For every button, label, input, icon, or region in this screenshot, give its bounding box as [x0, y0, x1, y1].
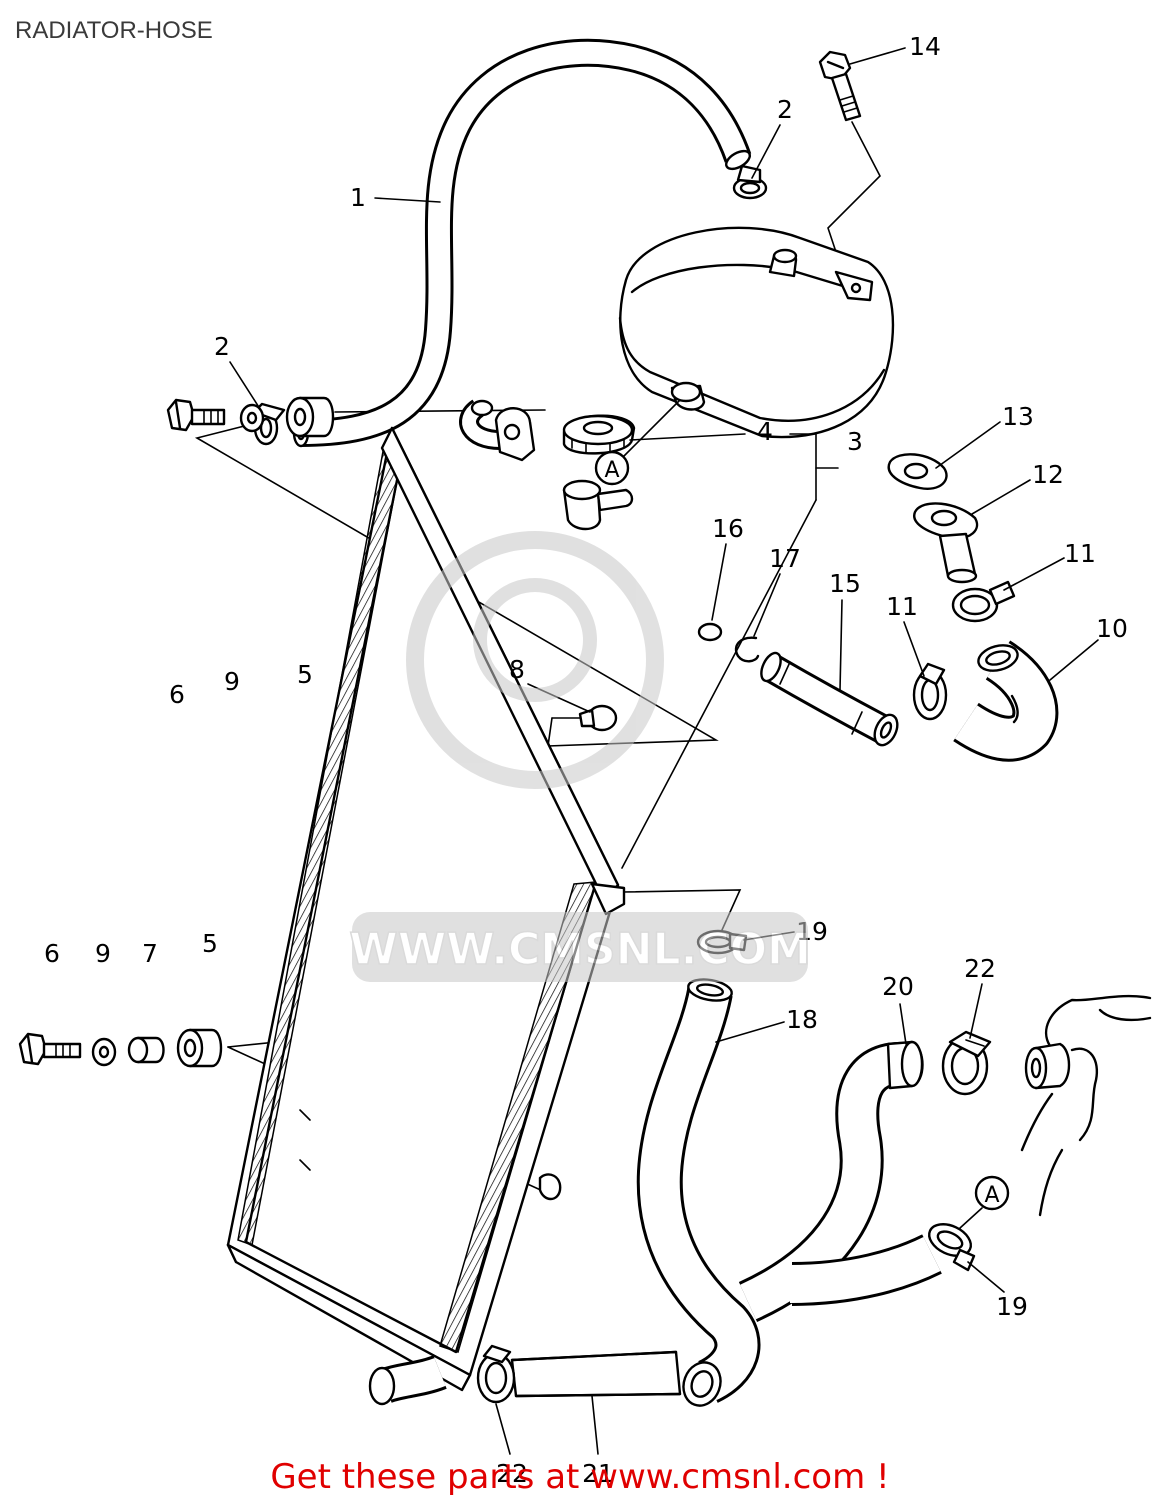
- clamp-19-lower: [928, 1223, 976, 1272]
- callout-20: 20: [882, 972, 914, 1001]
- engine-fitting: [1024, 1042, 1071, 1090]
- callout-13: 13: [1002, 402, 1034, 431]
- bolt-6-lower: [18, 1032, 82, 1066]
- bolt-14: [818, 50, 862, 122]
- engine-outline: [1020, 994, 1152, 1217]
- rubber-mount-5-lower: [176, 1028, 223, 1068]
- callouts: 1 2 14 2 A 13 12 16 17 15 11 11 10 8 6 9…: [44, 32, 1128, 1488]
- diagram-title: RADIATOR-HOSE: [15, 17, 213, 44]
- callout-9: 9: [95, 939, 111, 968]
- reference-a-circle: [594, 450, 630, 486]
- hose-10: [953, 640, 1059, 762]
- circlip-17: [734, 636, 760, 663]
- washer-9-lower: [91, 1037, 117, 1067]
- callout-4: 4: [757, 417, 773, 446]
- rubber-mount-5-upper: [285, 396, 335, 438]
- callout-19: 19: [996, 1292, 1028, 1321]
- elbow-12: [913, 502, 979, 584]
- washer-9-upper: [239, 403, 265, 433]
- filler-neck: [562, 479, 634, 531]
- radiator-cap-4: [562, 414, 636, 455]
- clamp-11-upper: [951, 580, 1016, 623]
- callout-2: 2: [777, 95, 793, 124]
- callout-a: A: [604, 458, 619, 483]
- hose-18: [636, 978, 761, 1407]
- callout-1: 1: [350, 183, 366, 212]
- o-ring-16: [697, 622, 723, 642]
- reference-a-circle: [974, 1175, 1010, 1211]
- overflow-nipple: [459, 399, 536, 462]
- clamp-22-upper: [941, 1030, 992, 1096]
- callout-5: 5: [202, 929, 218, 958]
- callout-11: 11: [886, 592, 918, 621]
- callout-15: 15: [829, 569, 861, 598]
- footer-link-text[interactable]: Get these parts at www.cmsnl.com !: [270, 1457, 889, 1497]
- callout-9: 9: [224, 667, 240, 696]
- watermark: WWW.CMSNL.COM: [348, 531, 812, 982]
- callout-11: 11: [1064, 539, 1096, 568]
- callout-6: 6: [169, 680, 185, 709]
- callout-17: 17: [769, 544, 801, 573]
- leader-lines: [229, 47, 1099, 1455]
- hose-21: [510, 1350, 682, 1398]
- callout-16: 16: [712, 514, 744, 543]
- callout-14: 14: [909, 32, 941, 61]
- radiator: [226, 426, 626, 1392]
- callout-22: 22: [964, 954, 996, 983]
- callout-3: 3: [847, 427, 863, 456]
- radiator-outlet: [368, 1355, 447, 1406]
- bolt-8: [578, 704, 618, 732]
- watermark-text: WWW.CMSNL.COM: [349, 924, 811, 975]
- callout-22: 22: [496, 1459, 528, 1488]
- callout-6: 6: [44, 939, 60, 968]
- callout-12: 12: [1032, 460, 1064, 489]
- callout-5: 5: [297, 660, 313, 689]
- callout-8: 8: [509, 655, 525, 684]
- bolt-6-upper: [166, 398, 226, 432]
- hose-15: [760, 651, 899, 747]
- clamp-22-lower: [476, 1344, 516, 1404]
- reservoir-tank: [618, 226, 895, 439]
- callout-21: 21: [582, 1459, 614, 1488]
- hose-20: [738, 1040, 942, 1323]
- callout-2: 2: [214, 332, 230, 361]
- hose-1: [292, 38, 752, 448]
- callout-18: 18: [786, 1005, 818, 1034]
- clamp-11-lower: [912, 662, 948, 721]
- callout-a: A: [984, 1183, 999, 1208]
- collar-7: [127, 1036, 165, 1064]
- watermark-logo-icon: [406, 531, 664, 789]
- clamp-2-upper: [732, 164, 768, 200]
- gasket-13: [887, 453, 948, 490]
- callout-7: 7: [142, 939, 158, 968]
- callout-10: 10: [1096, 614, 1128, 643]
